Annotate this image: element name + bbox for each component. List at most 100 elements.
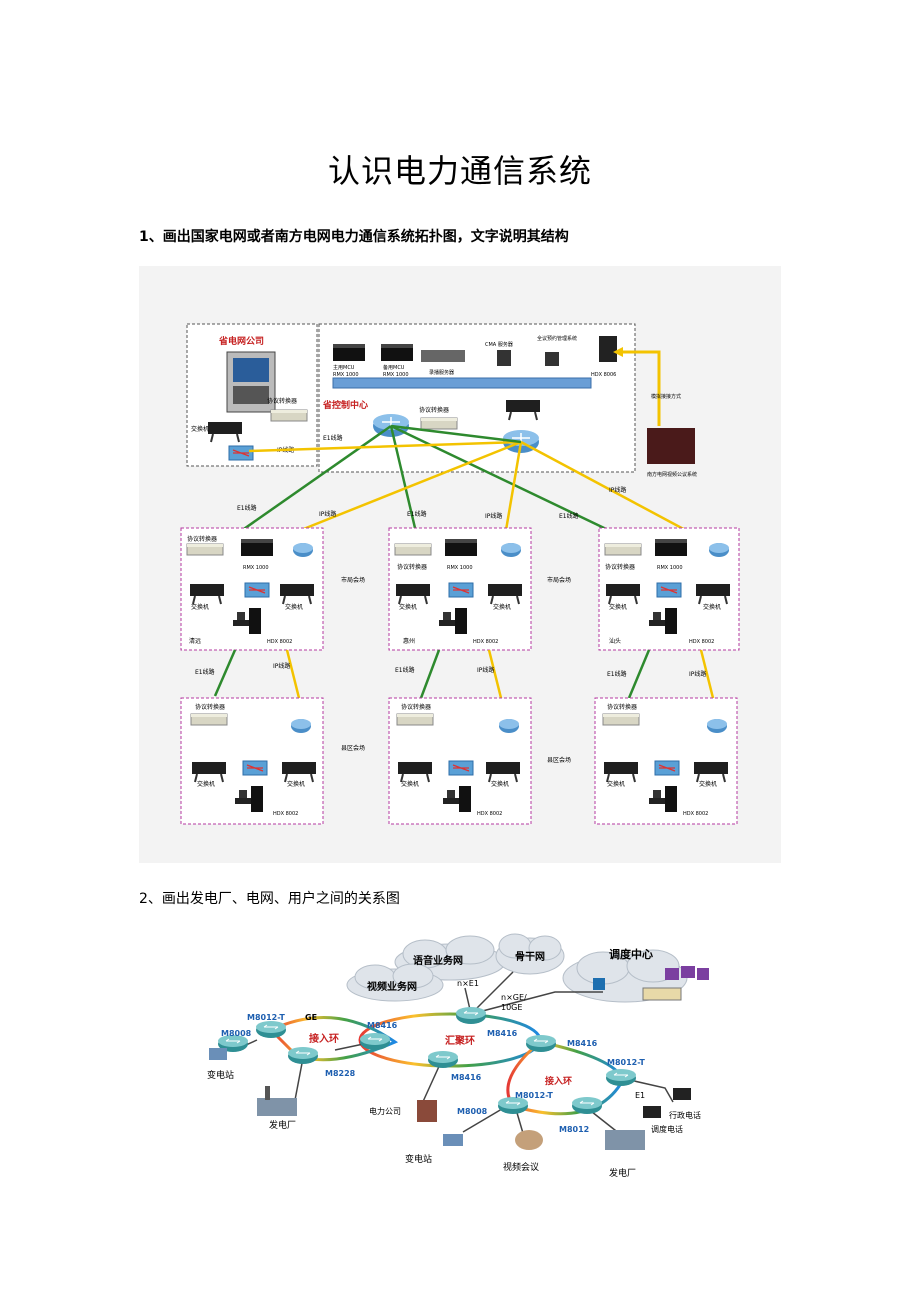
svg-text:备用MCU: 备用MCU <box>383 364 405 371</box>
power-company-icon <box>417 1100 437 1122</box>
svg-text:交换机: 交换机 <box>287 780 305 788</box>
topology-diagram: 省电网公司 协议转换器 交换机 IP线路 主用MCU RMX 1000 备用MC… <box>139 266 781 863</box>
svg-text:交换机: 交换机 <box>699 780 717 788</box>
prov-company-label: 省电网公司 <box>218 335 264 347</box>
svg-text:汇聚环: 汇聚环 <box>445 1034 475 1047</box>
city-box-1: 协议转换器 RMX 1000 交换机 交换机 清远 HDX 8002 <box>180 527 324 651</box>
svg-text:协议转换器: 协议转换器 <box>187 535 217 543</box>
svg-text:E1线路: E1线路 <box>407 510 427 518</box>
svg-text:IP线路: IP线路 <box>689 670 706 678</box>
svg-text:惠州: 惠州 <box>403 637 415 645</box>
svg-text:E1线路: E1线路 <box>607 670 627 678</box>
county-venue-label-1: 县区会场 <box>341 744 365 752</box>
node-m8012 <box>571 1096 603 1115</box>
svg-text:发电厂: 发电厂 <box>269 1119 296 1131</box>
svg-text:IP线路: IP线路 <box>477 666 494 674</box>
svg-text:M8008: M8008 <box>221 1029 252 1038</box>
city-box-3: 协议转换器 RMX 1000 交换机 交换机 汕头 HDX 8002 <box>598 527 740 651</box>
svg-text:交换机: 交换机 <box>399 603 417 611</box>
svg-text:M8416: M8416 <box>487 1029 518 1038</box>
admin-phone-icon <box>673 1088 691 1100</box>
power-plant-icon-1 <box>257 1098 297 1116</box>
svg-text:变电站: 变电站 <box>207 1069 234 1081</box>
svg-text:交换机: 交换机 <box>493 603 511 611</box>
svg-text:协议转换器: 协议转换器 <box>195 703 225 711</box>
svg-text:接入环: 接入环 <box>545 1075 572 1087</box>
svg-text:E1: E1 <box>635 1091 645 1100</box>
node-m8012t-right <box>605 1068 637 1087</box>
svg-text:IP线路: IP线路 <box>609 486 626 494</box>
provincial-control-box <box>318 323 636 473</box>
svg-text:GE: GE <box>305 1013 317 1022</box>
power-relation-diagram: 语音业务网 骨干网 视频业务网 调度中心 M8012-T GE M8008 <box>195 930 735 1180</box>
city-box-2: 协议转换器 RMX 1000 交换机 交换机 惠州 HDX 8002 <box>388 527 532 651</box>
svg-text:RMX 1000: RMX 1000 <box>243 565 269 571</box>
svg-text:协议转换器: 协议转换器 <box>419 406 449 414</box>
svg-text:10GE: 10GE <box>501 1003 522 1012</box>
svg-text:IP线路: IP线路 <box>485 512 502 520</box>
city-venue-label-1: 市局会场 <box>341 576 365 584</box>
svg-text:HDX 8006: HDX 8006 <box>591 372 616 378</box>
svg-text:E1线路: E1线路 <box>323 434 343 442</box>
svg-text:M8012: M8012 <box>559 1125 589 1134</box>
svg-text:E1线路: E1线路 <box>195 668 215 676</box>
svg-text:模拟接接方式: 模拟接接方式 <box>651 393 681 400</box>
svg-text:协议转换器: 协议转换器 <box>397 563 427 571</box>
svg-text:HDX 8002: HDX 8002 <box>689 639 714 645</box>
county-venue-label-2: 县区会场 <box>547 756 571 764</box>
svg-text:交换机: 交换机 <box>285 603 303 611</box>
svg-text:行政电话: 行政电话 <box>669 1110 701 1120</box>
svg-text:交换机: 交换机 <box>607 780 625 788</box>
svg-text:M8012-T: M8012-T <box>247 1013 285 1022</box>
svg-text:协议转换器: 协议转换器 <box>605 563 635 571</box>
svg-text:M8012-T: M8012-T <box>515 1091 553 1100</box>
question-1-heading: 1、画出国家电网或者南方电网电力通信系统拓扑图，文字说明其结构 <box>139 229 569 245</box>
svg-text:汕头: 汕头 <box>609 637 621 645</box>
svg-text:IP线路: IP线路 <box>319 510 336 518</box>
svg-text:IP线路: IP线路 <box>273 662 290 670</box>
svg-text:M8012-T: M8012-T <box>607 1058 645 1067</box>
svg-text:交换机: 交换机 <box>191 425 209 433</box>
svg-text:RMX 1000: RMX 1000 <box>657 565 683 571</box>
svg-text:RMX 1000: RMX 1000 <box>333 372 359 378</box>
node-m8416-right <box>525 1034 557 1053</box>
svg-text:M8228: M8228 <box>325 1069 356 1078</box>
svg-text:录播服务器: 录播服务器 <box>429 369 454 376</box>
svg-text:接入环: 接入环 <box>309 1032 339 1045</box>
node-m8228 <box>287 1046 319 1065</box>
svg-text:E1线路: E1线路 <box>237 504 257 512</box>
svg-text:全议预约管理系统: 全议预约管理系统 <box>537 335 577 342</box>
svg-text:协议转换器: 协议转换器 <box>401 703 431 711</box>
svg-text:电力公司: 电力公司 <box>369 1106 401 1116</box>
city-venue-label-2: 市局会场 <box>547 576 571 584</box>
svg-text:E1线路: E1线路 <box>395 666 415 674</box>
substation-icon-1 <box>209 1048 227 1060</box>
county-box-1: 协议转换器 交换机 交换机 HDX 8002 <box>180 697 324 825</box>
node-m8416-left <box>359 1032 391 1051</box>
cloud-backbone <box>495 933 565 975</box>
svg-text:调度中心: 调度中心 <box>609 947 653 961</box>
svg-text:HDX 8002: HDX 8002 <box>273 811 298 817</box>
svg-text:M8008: M8008 <box>457 1107 488 1116</box>
substation-icon-2 <box>443 1134 463 1146</box>
svg-text:HDX 8002: HDX 8002 <box>477 811 502 817</box>
svg-text:E1线路: E1线路 <box>559 512 579 520</box>
svg-text:RMX 1000: RMX 1000 <box>447 565 473 571</box>
svg-text:交换机: 交换机 <box>703 603 721 611</box>
svg-text:主用MCU: 主用MCU <box>333 364 355 371</box>
page-title: 认识电力通信系统 <box>327 152 592 190</box>
svg-text:调度电话: 调度电话 <box>651 1124 683 1134</box>
backbone-bar <box>332 377 592 389</box>
node-m8416-bottom <box>427 1050 459 1069</box>
question-2-heading: 2、画出发电厂、电网、用户之间的关系图 <box>139 891 400 907</box>
prov-control-label: 省控制中心 <box>322 399 368 411</box>
svg-text:南方电网视频公议系统: 南方电网视频公议系统 <box>647 471 697 478</box>
power-plant-icon-2 <box>605 1130 645 1150</box>
cloud-video <box>346 963 444 1002</box>
dispatch-phone-icon <box>643 1106 661 1118</box>
svg-text:交换机: 交换机 <box>401 780 419 788</box>
svg-text:发电厂: 发电厂 <box>609 1167 636 1179</box>
svg-text:清远: 清远 <box>189 637 201 645</box>
svg-text:n×E1: n×E1 <box>457 979 479 988</box>
svg-text:协议转换器: 协议转换器 <box>267 397 297 405</box>
